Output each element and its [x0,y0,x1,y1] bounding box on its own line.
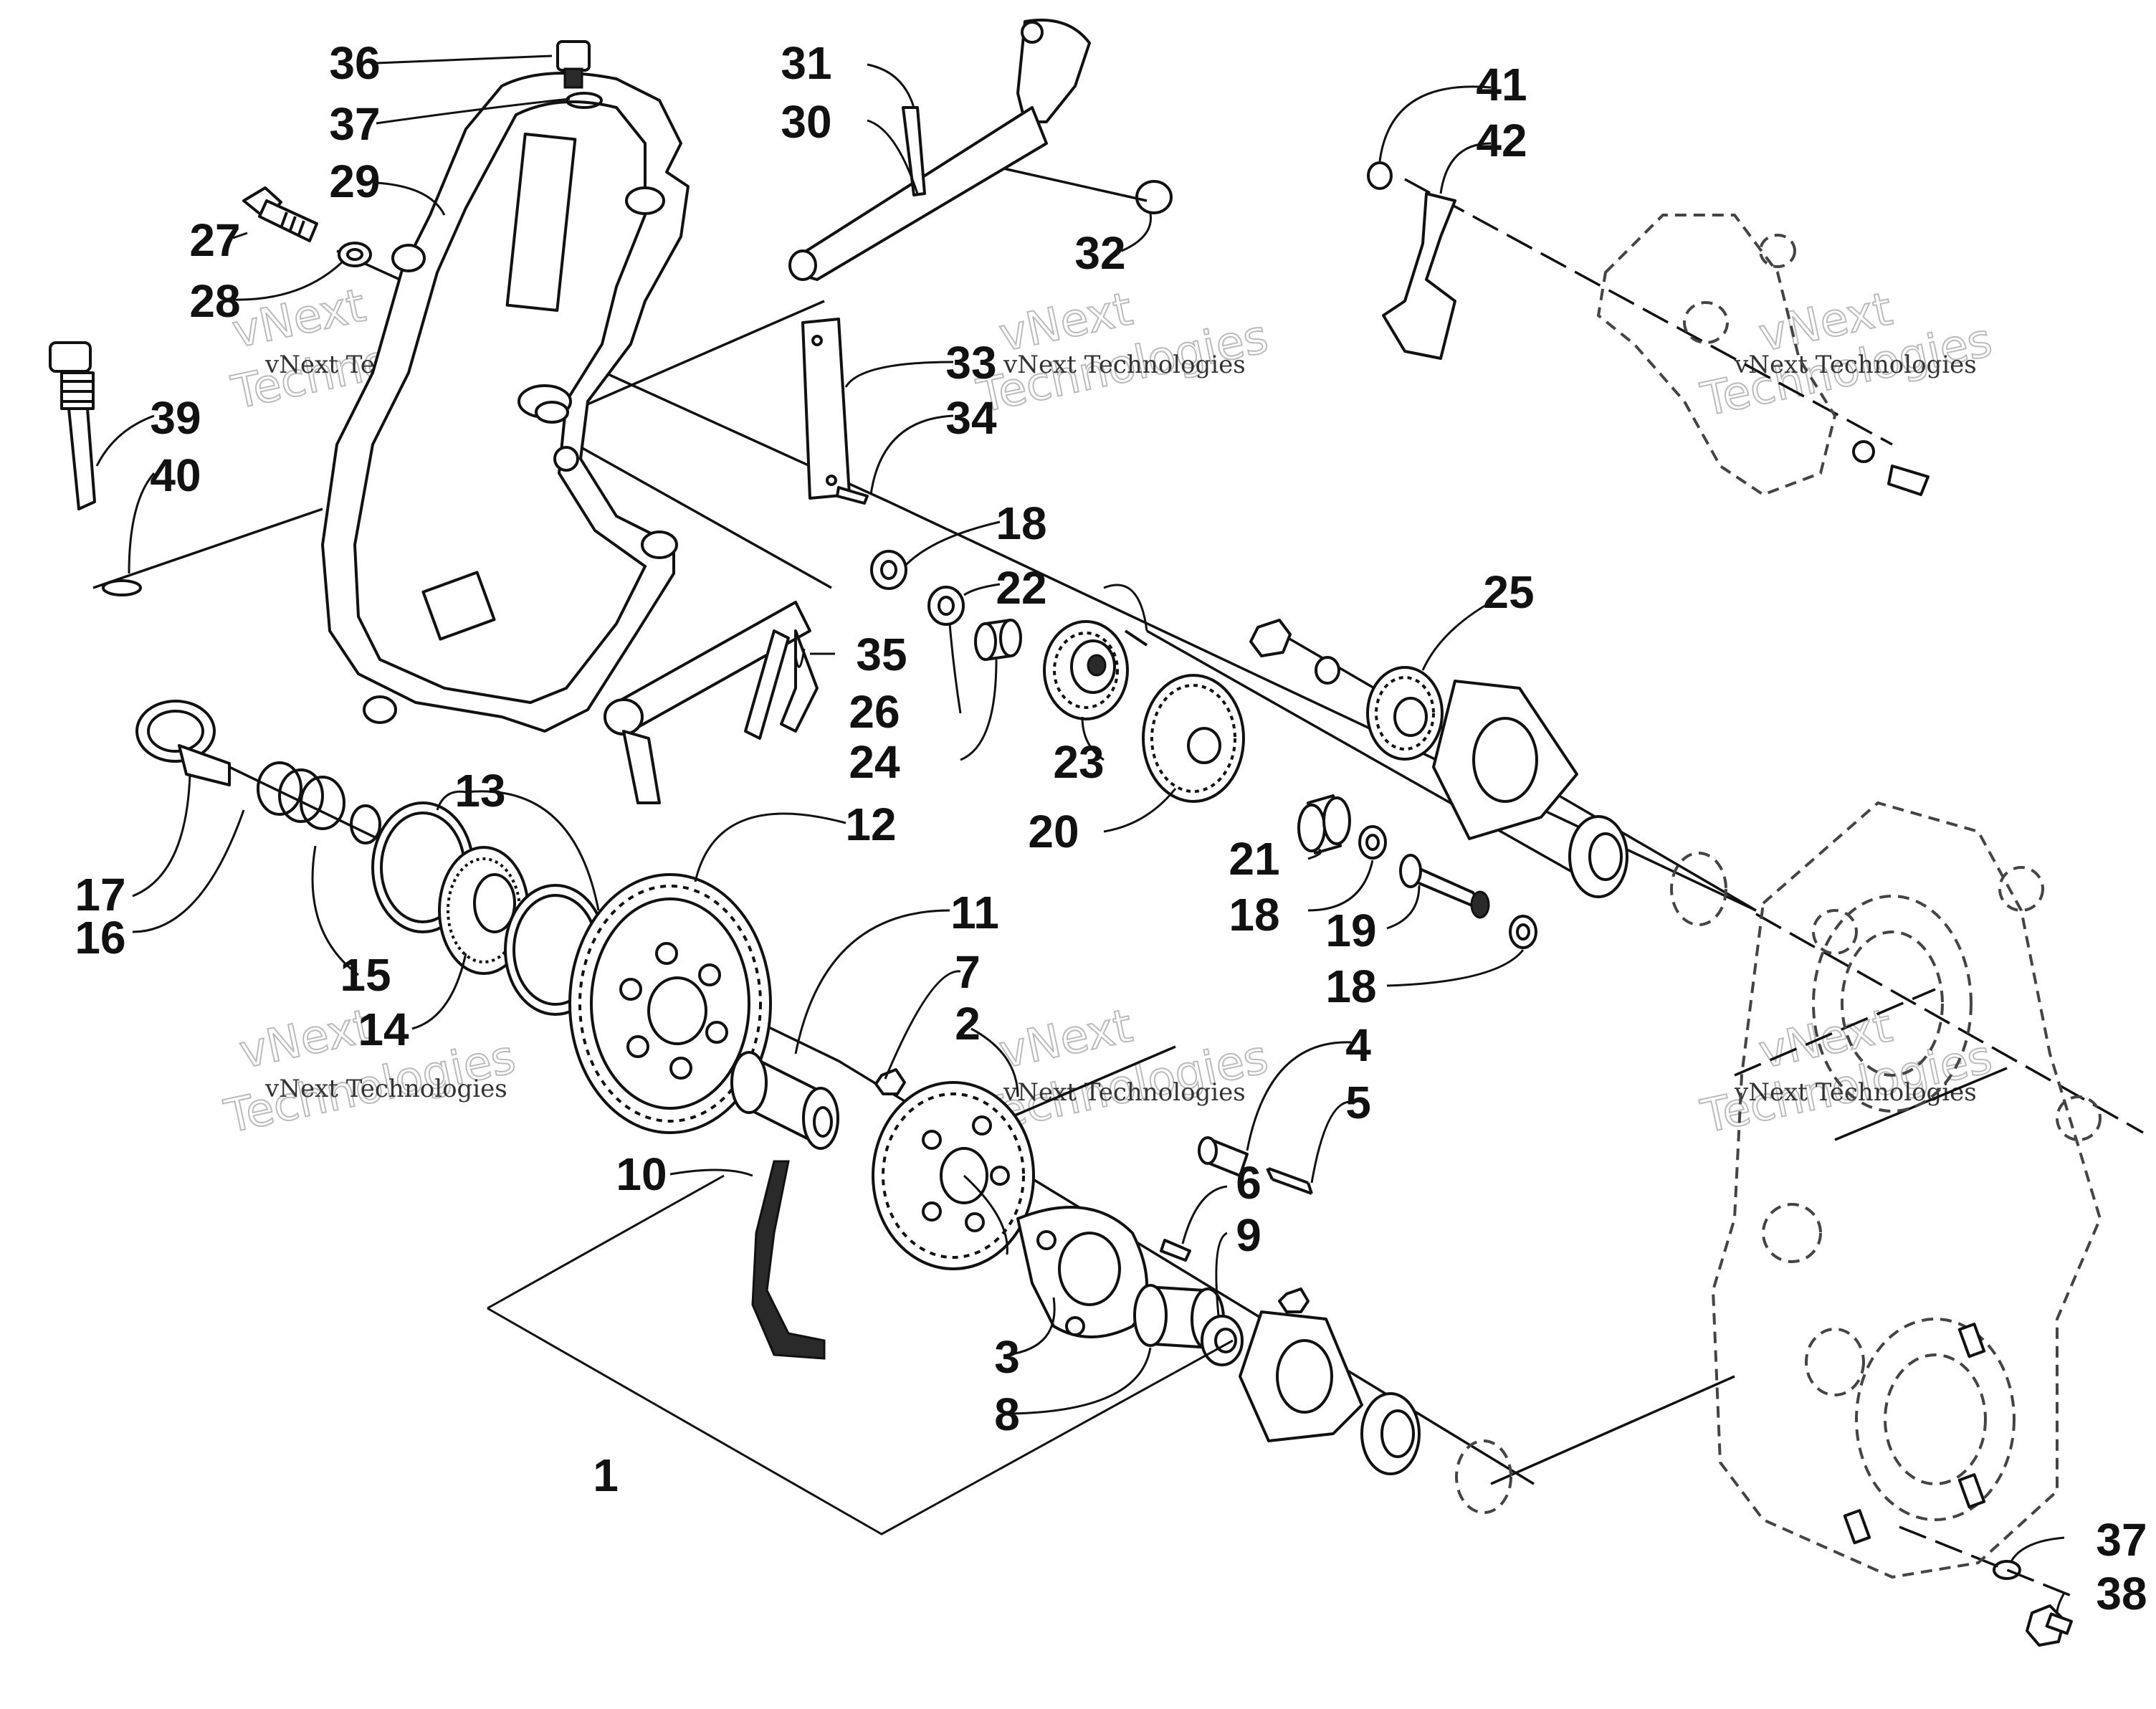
callout-21: 21 [1229,833,1279,885]
spring-5 [1266,1167,1313,1195]
callout-9: 9 [1236,1209,1261,1261]
callout-39: 39 [150,392,201,444]
callout-22: 22 [996,562,1046,614]
pin-4 [1198,1136,1249,1177]
callout-38: 38 [2096,1568,2147,1619]
callout-19: 19 [1325,905,1376,956]
callout-34: 34 [945,392,997,444]
callout-10: 10 [616,1148,667,1200]
washer-18-lower [1509,915,1537,949]
watermark-small: vNext Technologies [1003,1078,1246,1107]
callout-14: 14 [358,1004,409,1055]
callout-37: 37 [329,98,380,150]
callout-3: 3 [994,1331,1020,1383]
drain-plug-38 [1993,1560,2073,1647]
callout-25: 25 [1483,566,1534,618]
callout-37-lower: 37 [2096,1514,2147,1566]
bearing-plate-lower [1239,1287,1512,1514]
bearing-21 [1297,794,1351,854]
washer-18-upper [870,550,907,590]
callout-31: 31 [781,37,831,89]
callout-12: 12 [845,799,896,850]
cam-17 [135,700,231,786]
callout-2: 2 [955,998,981,1049]
callout-27: 27 [189,214,240,266]
fill-plug-36 [556,40,603,109]
callout-6: 6 [1236,1157,1261,1209]
callout-35: 35 [856,629,907,680]
lever-42 [1367,161,1456,360]
bearing-plate-upper [1432,680,1727,926]
callout-17: 17 [75,869,125,920]
callout-28: 28 [189,275,240,327]
callout-15: 15 [340,949,391,1001]
callout-26: 26 [849,686,900,738]
sprocket-12 [568,873,772,1134]
watermark-top-center: vNext Technologies vNext Technologies [972,282,1274,424]
gear-23 [1043,620,1129,720]
callout-23: 23 [1053,736,1104,788]
nut-7 [874,1068,906,1095]
callout-4: 4 [1345,1019,1371,1071]
callout-40: 40 [150,449,201,501]
callout-20: 20 [1028,806,1079,857]
callout-41: 41 [1476,59,1527,110]
bolt-27 [242,186,372,267]
callout-24: 24 [849,736,900,788]
callout-33: 33 [945,337,996,389]
callout-18-middle: 18 [1229,889,1279,941]
chaincase-cover [321,72,690,733]
shift-fork-35 [604,601,819,804]
callout-7: 7 [955,946,981,998]
watermark-small: vNext Technologies [1003,351,1246,379]
shift-shaft-30 [788,19,1173,281]
assembly-bracket-1 [487,1174,1234,1536]
gear-2 [872,1081,1035,1270]
ghost-housing-upper [1596,214,1930,497]
needle-bearing-24 [974,619,1022,661]
spring-16 [257,761,381,844]
ghost-housing-lower [1711,801,2102,1579]
callout-18: 18 [996,498,1046,549]
washer-26 [927,586,965,626]
watermark-top-right: vNext Technologies vNext Technologies [1696,282,1998,427]
callout-32: 32 [1074,227,1125,279]
hub-11 [730,1051,839,1150]
washer-18-middle [1358,825,1387,860]
callout-11: 11 [950,887,999,938]
watermark-small: vNext Technologies [1734,1078,1977,1107]
leader-lines [95,54,2066,1614]
callout-16: 16 [75,912,125,963]
washer-9 [1201,1315,1244,1366]
roll-pin-22 [1124,629,1148,647]
callout-42: 42 [1476,115,1527,166]
callout-36: 36 [329,37,380,89]
callout-5: 5 [1345,1077,1371,1128]
callout-1: 1 [593,1449,619,1501]
plate-33 [801,318,869,505]
gear-20 [1142,674,1245,803]
plate-3 [1016,1206,1191,1338]
callout-29: 29 [329,156,380,207]
callout-8: 8 [994,1389,1020,1440]
gear-25 [1366,666,1444,761]
spacer-19 [1399,854,1490,919]
callout-labels: 1 2 3 4 5 6 7 8 9 10 11 12 13 14 15 16 1… [75,37,2147,1619]
callout-13: 13 [454,765,505,817]
callout-30: 30 [781,96,831,148]
nut-upper [1249,619,1340,685]
chain-10 [751,1160,826,1360]
watermark-small: vNext Technologies [1734,351,1977,379]
dipstick-39 [49,341,142,596]
callout-18-lower: 18 [1325,961,1376,1012]
watermark-small: vNext Technologies [264,1075,507,1103]
